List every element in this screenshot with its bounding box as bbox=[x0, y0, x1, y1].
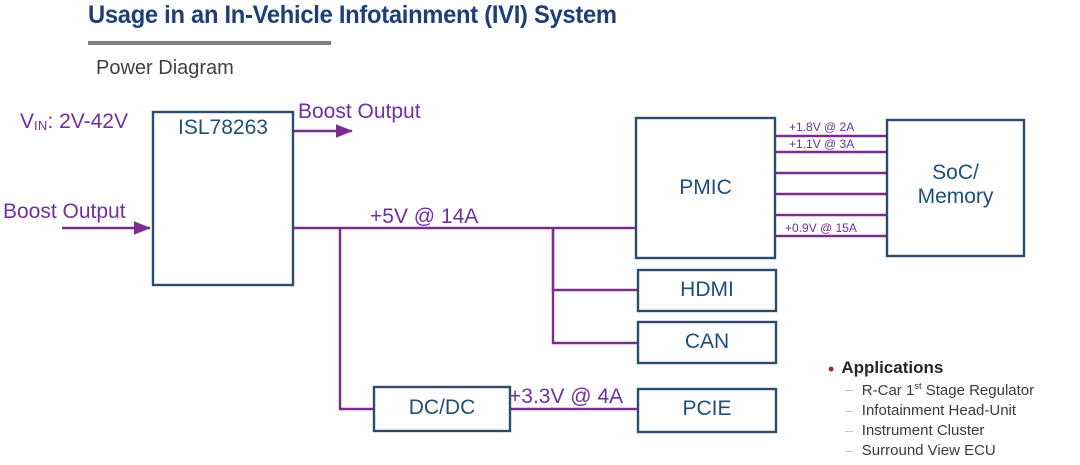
label-vin: VIN: 2V-42V bbox=[20, 110, 128, 134]
block-pcie bbox=[636, 387, 778, 434]
dash-icon: – bbox=[845, 441, 853, 458]
block-dcdc bbox=[372, 385, 512, 433]
title-divider bbox=[88, 41, 331, 45]
label-vin-prefix: V bbox=[20, 110, 35, 133]
list-item: –Instrument Cluster bbox=[828, 421, 1080, 441]
block-label-pmic: PMIC bbox=[679, 176, 732, 199]
block-label-soc-line2: Memory bbox=[917, 184, 994, 208]
label-boost-output-left: Boost Output bbox=[3, 200, 126, 223]
list-item: –Surround View ECU bbox=[828, 441, 1080, 461]
block-hdmi bbox=[636, 268, 778, 313]
block-regulator bbox=[151, 110, 295, 287]
block-can bbox=[636, 320, 778, 365]
bullet-icon: • bbox=[828, 359, 835, 379]
list-item-label: R-Car 1st Stage Regulator bbox=[861, 381, 1035, 399]
applications-list: –R-Car 1st Stage Regulator–Infotainment … bbox=[828, 380, 1080, 461]
block-label-soc: SoC/ Memory bbox=[887, 161, 1024, 208]
label-rail-0v9: +0.9V @ 15A bbox=[785, 221, 857, 235]
dash-icon: – bbox=[845, 381, 853, 397]
label-vin-subscript: IN bbox=[34, 118, 48, 133]
label-rail-5v: +5V @ 14A bbox=[370, 205, 479, 228]
block-label-hdmi: HDMI bbox=[680, 278, 734, 301]
list-item: –Infotainment Head-Unit bbox=[828, 401, 1080, 421]
block-pmic bbox=[634, 116, 777, 260]
dash-icon: – bbox=[845, 401, 853, 418]
label-rail-1v8: +1.8V @ 2A bbox=[789, 120, 855, 134]
wire-group bbox=[62, 124, 887, 411]
label-vin-value: : 2V-42V bbox=[47, 110, 128, 133]
wire-5v-to-hdmi bbox=[551, 228, 638, 292]
list-item-label: Infotainment Head-Unit bbox=[861, 401, 1017, 419]
applications-heading-row: • Applications bbox=[828, 358, 1080, 378]
wire-5v-to-can bbox=[551, 228, 638, 345]
block-label-dcdc: DC/DC bbox=[408, 396, 476, 419]
page-subtitle: Power Diagram bbox=[96, 57, 234, 79]
block-soc bbox=[885, 118, 1026, 258]
list-item: –R-Car 1st Stage Regulator bbox=[828, 380, 1080, 401]
list-item-label: Surround View ECU bbox=[861, 441, 996, 459]
label-rail-1v1: +1.1V @ 3A bbox=[789, 137, 855, 151]
block-group bbox=[151, 110, 1026, 434]
wire-5v-to-dcdc bbox=[338, 228, 374, 411]
applications-section: • Applications –R-Car 1st Stage Regulato… bbox=[828, 358, 1080, 461]
block-label-pcie: PCIE bbox=[682, 397, 732, 420]
label-boost-output-top: Boost Output bbox=[298, 100, 421, 123]
list-item-label: Instrument Cluster bbox=[861, 421, 985, 439]
label-rail-3v3: +3.3V @ 4A bbox=[509, 385, 624, 408]
block-label-regulator: ISL78263 bbox=[178, 116, 268, 139]
block-label-can: CAN bbox=[684, 330, 730, 353]
block-label-soc-line1: SoC/ bbox=[932, 161, 979, 184]
dash-icon: – bbox=[845, 421, 853, 438]
ordinal-suffix: st bbox=[914, 381, 922, 391]
page-title: Usage in an In-Vehicle Infotainment (IVI… bbox=[88, 1, 617, 29]
applications-heading: Applications bbox=[841, 358, 944, 377]
